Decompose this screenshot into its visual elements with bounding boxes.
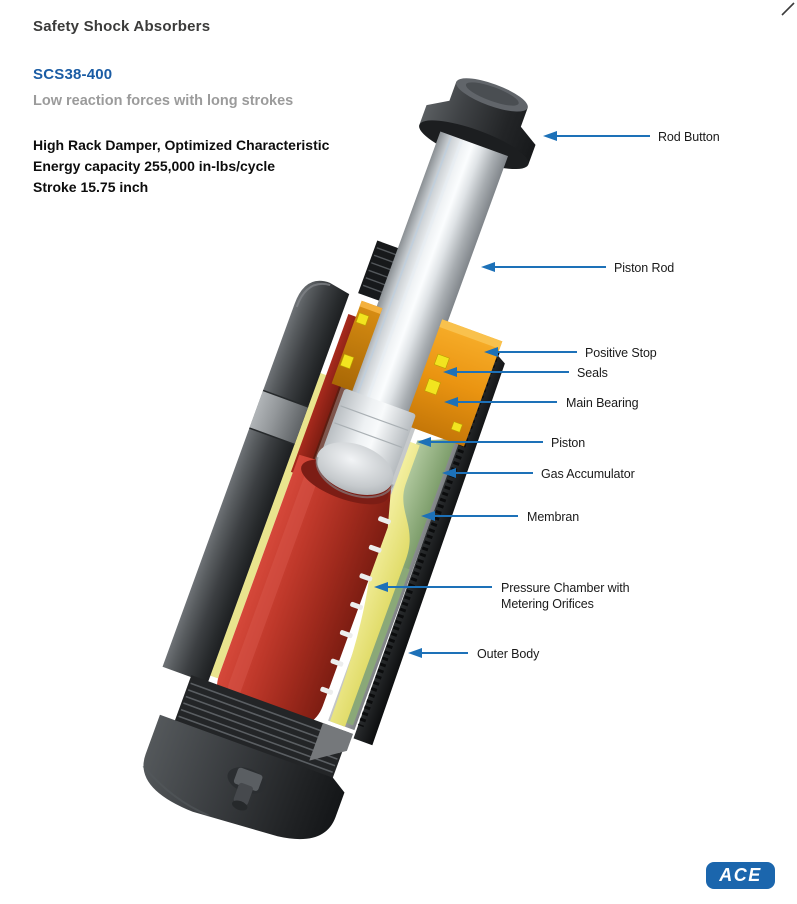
main-bearing-arrow: [444, 397, 557, 407]
callout-positive-stop: Positive Stop: [585, 346, 657, 360]
metering-orifices: [320, 516, 391, 695]
membran-arrow: [421, 511, 518, 521]
gas-accumulator-arrow: [442, 468, 533, 478]
piston-rod-shape: [336, 131, 509, 442]
callout-pressure-chamber: Pressure Chamber with Metering Orifices: [501, 581, 630, 611]
corner-mark: [781, 2, 795, 16]
product-model: SCS38-400: [33, 66, 113, 83]
bottom-cap: [142, 714, 345, 840]
positive-stop-arrow: [484, 347, 577, 357]
callout-seals: Seals: [577, 366, 608, 380]
callout-gas-accumulator: Gas Accumulator: [541, 467, 635, 481]
main-bearing-shape: [331, 300, 503, 447]
piston-head: [315, 389, 416, 499]
spec-line: High Rack Damper, Optimized Characterist…: [33, 137, 330, 153]
body-ring-band: [249, 390, 309, 445]
piston-rod-arrow: [481, 262, 606, 272]
callout-membran: Membran: [527, 510, 580, 524]
seals-arrow: [443, 367, 569, 377]
rod-button-arrow: [543, 131, 650, 141]
spec-line: Energy capacity 255,000 in-lbs/cycle: [33, 158, 276, 174]
spec-line: Stroke 15.75 inch: [33, 179, 149, 195]
positive-stop-surface: [439, 319, 503, 349]
callout-piston-rod: Piston Rod: [614, 261, 675, 275]
callout-main-bearing: Main Bearing: [566, 396, 639, 410]
product-specs: High Rack Damper, Optimized Characterist…: [33, 135, 329, 198]
callout-piston: Piston: [551, 436, 586, 450]
bottom-thread-neck: [174, 675, 354, 780]
callout-rod-button: Rod Button: [658, 130, 720, 144]
piston-arrow: [417, 437, 543, 447]
seal-elements: [339, 312, 463, 433]
outer-body-shape: [162, 280, 350, 684]
page-title: Safety Shock Absorbers: [33, 18, 211, 35]
product-tagline: Low reaction forces with long strokes: [33, 93, 294, 109]
callout-outer-body: Outer Body: [477, 647, 540, 661]
pressure-chamber-arrow: [374, 582, 492, 592]
ace-logo: ACE: [706, 862, 775, 889]
outer-body-arrow: [408, 648, 468, 658]
